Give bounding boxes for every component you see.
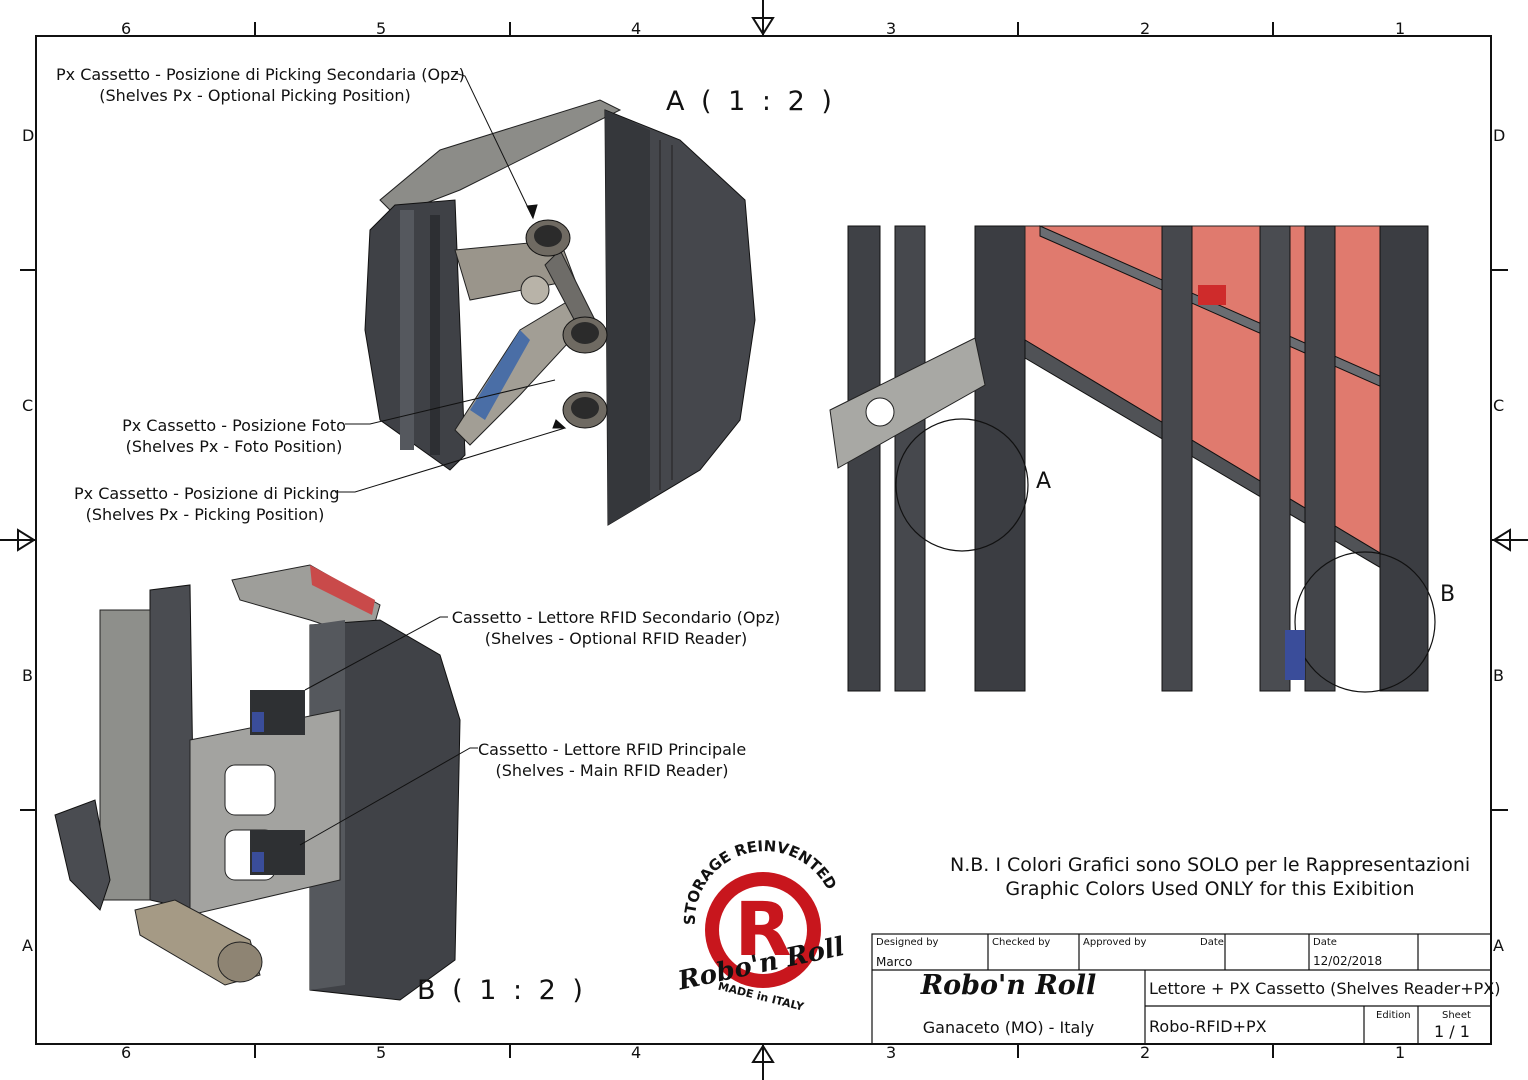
callout-line: (Shelves Px - Picking Position)	[85, 505, 325, 524]
date-label: Date	[1200, 937, 1224, 948]
sheet-number: 1 / 1	[1434, 1022, 1470, 1041]
approved-by-label: Approved by	[1083, 937, 1147, 948]
note-line: N.B. I Colori Grafici sono SOLO per le R…	[950, 854, 1471, 876]
callout-optional-picking-position: Px Cassetto - Posizione di Picking Secon…	[56, 64, 465, 106]
part-number: Robo-RFID+PX	[1149, 1017, 1267, 1036]
callout-foto-position: Px Cassetto - Posizione Foto (Shelves Px…	[122, 415, 346, 457]
detail-b-marker: B	[1440, 582, 1456, 607]
view-a-label: A ( 1 : 2 )	[666, 86, 836, 117]
callout-line: (Shelves - Optional RFID Reader)	[484, 629, 748, 648]
detail-view-b	[54, 564, 461, 1001]
zone-label-left: A	[22, 936, 33, 955]
date-label: Date	[1313, 937, 1337, 948]
callout-line: (Shelves - Main RFID Reader)	[495, 761, 729, 780]
company-location: Ganaceto (MO) - Italy	[922, 1018, 1095, 1037]
title-block-grid	[871, 933, 1492, 1045]
detail-a-marker: A	[1036, 469, 1052, 494]
callout-picking-position: Px Cassetto - Posizione di Picking (Shel…	[74, 483, 340, 525]
callout-line: Px Cassetto - Posizione Foto	[122, 416, 346, 435]
designed-by-value: Marco	[876, 955, 913, 969]
company-name: Robo'n Roll	[920, 970, 1097, 1001]
checked-by-label: Checked by	[992, 937, 1051, 948]
zone-label-top: 2	[1140, 19, 1151, 38]
company-logo: R Robo'n Roll STORAGE REINVENTED MADE in…	[675, 837, 848, 1014]
date-value: 12/02/2018	[1313, 954, 1383, 968]
zone-label-top: 3	[886, 19, 897, 38]
zone-label-bottom: 4	[631, 1043, 642, 1062]
leader-lines	[299, 72, 567, 846]
callout-main-rfid-reader: Cassetto - Lettore RFID Principale (Shel…	[478, 739, 746, 781]
zone-label-bottom: 6	[121, 1043, 132, 1062]
zone-label-top: 1	[1395, 19, 1406, 38]
zone-label-top: 6	[121, 19, 132, 38]
color-note: N.B. I Colori Grafici sono SOLO per le R…	[950, 853, 1470, 901]
callout-line: Cassetto - Lettore RFID Secondario (Opz)	[451, 608, 781, 627]
zone-label-left: B	[22, 666, 33, 685]
designed-by-label: Designed by	[876, 937, 939, 948]
zone-label-bottom: 1	[1395, 1043, 1406, 1062]
zone-label-bottom: 2	[1140, 1043, 1151, 1062]
main-assembly-view	[829, 225, 1436, 693]
zone-label-right: C	[1493, 396, 1505, 415]
zone-label-left: D	[22, 126, 35, 145]
zone-label-right: D	[1493, 126, 1506, 145]
note-line: Graphic Colors Used ONLY for this Exibit…	[1005, 878, 1415, 900]
detail-view-a	[364, 99, 756, 526]
drawing-title: Lettore + PX Cassetto (Shelves Reader+PX…	[1149, 979, 1501, 998]
callout-line: Px Cassetto - Posizione di Picking	[74, 484, 340, 503]
zone-label-bottom: 3	[886, 1043, 897, 1062]
zone-label-top: 4	[631, 19, 642, 38]
callout-optional-rfid-reader: Cassetto - Lettore RFID Secondario (Opz)…	[450, 607, 782, 649]
zone-label-right: B	[1493, 666, 1504, 685]
callout-line: (Shelves Px - Foto Position)	[125, 437, 343, 456]
callout-line: (Shelves Px - Optional Picking Position)	[99, 86, 411, 105]
sheet-label: Sheet	[1442, 1010, 1471, 1021]
zone-label-right: A	[1493, 936, 1504, 955]
zone-label-bottom: 5	[376, 1043, 387, 1062]
edition-label: Edition	[1376, 1010, 1411, 1021]
zone-label-left: C	[22, 396, 34, 415]
zone-label-top: 5	[376, 19, 387, 38]
view-b-label: B ( 1 : 2 )	[417, 975, 587, 1006]
callout-line: Cassetto - Lettore RFID Principale	[478, 740, 747, 759]
logo-letter: R	[735, 887, 792, 973]
callout-line: Px Cassetto - Posizione di Picking Secon…	[56, 65, 465, 84]
zone-ticks	[20, 22, 1508, 1058]
